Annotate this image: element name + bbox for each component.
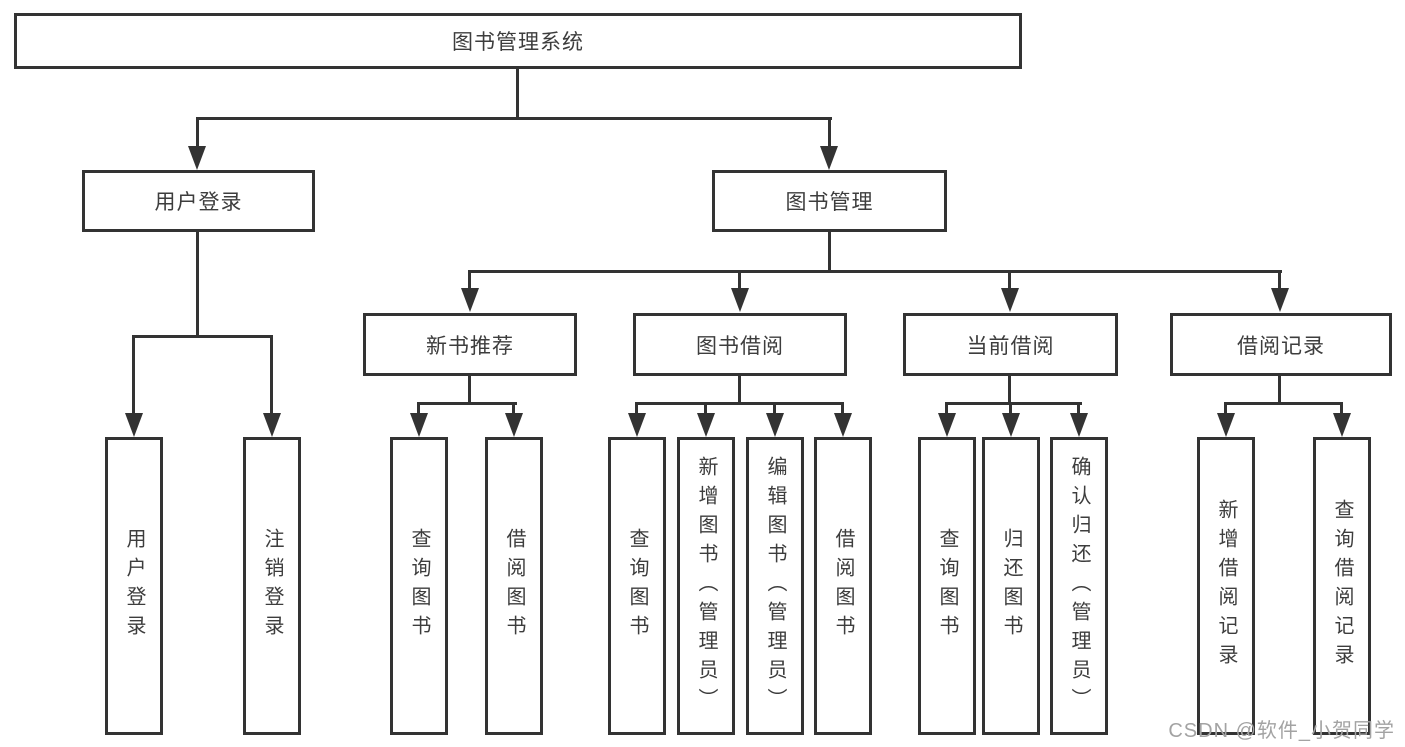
node-label: 新书推荐 (426, 334, 514, 358)
arrow-down-icon (1217, 413, 1235, 437)
connector-drop-leaf (1224, 402, 1227, 416)
connector-user-login-bus (132, 335, 272, 338)
node-library-management-system: 图书管理系统 (14, 13, 1022, 69)
leaf-add-borrow-record: 新增借阅记录 (1197, 437, 1255, 735)
arrow-down-icon (1333, 413, 1351, 437)
node-book-management: 图书管理 (712, 170, 947, 232)
arrow-down-icon (834, 413, 852, 437)
leaf-label: 查询借阅记录 (1331, 499, 1353, 673)
leaf-logout: 注销登录 (243, 437, 301, 735)
connector-drop-book-borrow (738, 270, 741, 290)
arrow-down-icon (820, 146, 838, 170)
connector-drop-leaf (512, 402, 515, 416)
leaf-label: 查询图书 (408, 528, 430, 644)
connector-book-borrow-stem (738, 375, 741, 405)
connector-drop-leaf (417, 402, 420, 416)
arrow-down-icon (410, 413, 428, 437)
leaf-query-borrow-record: 查询借阅记录 (1313, 437, 1371, 735)
leaf-label: 借阅图书 (503, 528, 525, 644)
leaf-label: 查询图书 (626, 528, 648, 644)
connector-drop-leaf (704, 402, 707, 416)
connector-current-borrow-bus (945, 402, 1082, 405)
connector-book-management-bus (468, 270, 1282, 273)
arrow-down-icon (766, 413, 784, 437)
leaf-label: 注销登录 (261, 528, 283, 644)
arrow-down-icon (1002, 413, 1020, 437)
node-label: 图书借阅 (696, 334, 784, 358)
arrow-down-icon (938, 413, 956, 437)
arrow-down-icon (697, 413, 715, 437)
connector-borrow-records-stem (1278, 375, 1281, 405)
leaf-label: 查询图书 (936, 528, 958, 644)
connector-drop-leaf (773, 402, 776, 416)
connector-drop-leaf (945, 402, 948, 416)
arrow-down-icon (1001, 288, 1019, 312)
connector-drop-new-book (468, 270, 471, 290)
leaf-user-login: 用户登录 (105, 437, 163, 735)
node-current-borrow: 当前借阅 (903, 313, 1118, 376)
leaf-query-books-1: 查询图书 (390, 437, 448, 735)
connector-root-stem (516, 68, 519, 118)
arrow-down-icon (125, 413, 143, 437)
csdn-watermark: CSDN @软件_小贺同学 (1168, 720, 1395, 742)
leaf-query-books-2: 查询图书 (608, 437, 666, 735)
leaf-label: 新增图书（管理员） (695, 455, 717, 717)
node-label: 用户登录 (154, 191, 243, 214)
leaf-add-books-admin: 新增图书（管理员） (677, 437, 735, 735)
connector-borrow-records-bus (1224, 402, 1343, 405)
arrow-down-icon (188, 146, 206, 170)
node-label: 借阅记录 (1237, 334, 1325, 358)
connector-drop-leaf (1009, 402, 1012, 416)
leaf-edit-books-admin: 编辑图书（管理员） (746, 437, 804, 735)
arrow-down-icon (263, 413, 281, 437)
connector-drop-leaf (270, 335, 273, 415)
connector-root-bus (196, 117, 832, 120)
node-label: 图书管理系统 (452, 31, 584, 54)
arrow-down-icon (505, 413, 523, 437)
leaf-borrow-books-2: 借阅图书 (814, 437, 872, 735)
node-user-login: 用户登录 (82, 170, 315, 232)
connector-drop-user-login (196, 117, 199, 149)
node-borrow-records: 借阅记录 (1170, 313, 1392, 376)
leaf-label: 借阅图书 (832, 528, 854, 644)
connector-new-book-bus (417, 402, 517, 405)
connector-drop-borrow-records (1278, 270, 1281, 290)
arrow-down-icon (1070, 413, 1088, 437)
leaf-label: 确认归还（管理员） (1068, 455, 1090, 717)
arrow-down-icon (731, 288, 749, 312)
node-book-borrow: 图书借阅 (633, 313, 847, 376)
leaf-query-books-3: 查询图书 (918, 437, 976, 735)
connector-book-management-stem (828, 231, 831, 272)
connector-drop-leaf (1077, 402, 1080, 416)
connector-drop-leaf (132, 335, 135, 415)
arrow-down-icon (1271, 288, 1289, 312)
connector-drop-book-management (828, 117, 831, 149)
leaf-borrow-books-1: 借阅图书 (485, 437, 543, 735)
connector-current-borrow-stem (1008, 375, 1011, 405)
node-label: 图书管理 (785, 191, 874, 214)
leaf-return-books: 归还图书 (982, 437, 1040, 735)
node-new-book-recommend: 新书推荐 (363, 313, 577, 376)
arrow-down-icon (461, 288, 479, 312)
connector-book-borrow-bus (635, 402, 844, 405)
leaf-label: 新增借阅记录 (1215, 499, 1237, 673)
node-label: 当前借阅 (966, 334, 1055, 358)
connector-new-book-stem (468, 375, 471, 405)
connector-drop-leaf (1340, 402, 1343, 416)
leaf-confirm-return-admin: 确认归还（管理员） (1050, 437, 1108, 735)
leaf-label: 归还图书 (1000, 528, 1022, 644)
connector-drop-current-borrow (1008, 270, 1011, 290)
leaf-label: 编辑图书（管理员） (764, 455, 786, 717)
connector-drop-leaf (635, 402, 638, 416)
connector-drop-leaf (841, 402, 844, 416)
leaf-label: 用户登录 (123, 528, 145, 644)
connector-user-login-stem (196, 231, 199, 337)
arrow-down-icon (628, 413, 646, 437)
